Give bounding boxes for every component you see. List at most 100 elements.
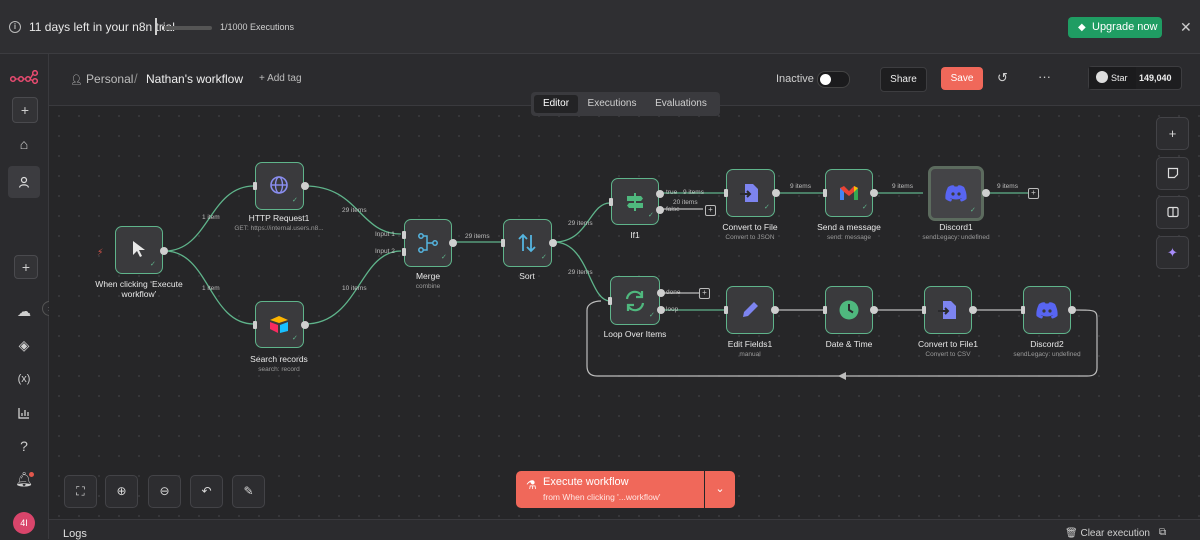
success-check-icon: ✓ xyxy=(649,312,655,319)
ai-assistant-icon[interactable]: ✦ xyxy=(1156,236,1189,269)
node-if[interactable]: ✓ xyxy=(609,178,664,225)
input-port[interactable] xyxy=(609,198,613,206)
node-http-request[interactable]: ✓ xyxy=(253,162,309,210)
add-node-icon[interactable]: + xyxy=(705,205,716,216)
node-title: When clicking ‘Execute workflow’ xyxy=(95,279,183,299)
share-button[interactable]: Share xyxy=(880,67,927,92)
edge-label: 29 items xyxy=(568,220,593,227)
node-search-records[interactable]: ✓ xyxy=(253,301,309,348)
add-tag-link[interactable]: + Add tag xyxy=(259,73,302,84)
output-port[interactable] xyxy=(160,247,168,255)
close-icon[interactable]: ✕ xyxy=(1180,19,1192,35)
output-port[interactable] xyxy=(549,239,557,247)
breadcrumb-project[interactable]: 👤︎ Personal xyxy=(70,72,134,86)
output-port[interactable] xyxy=(301,182,309,190)
node-subtitle: Convert to JSON xyxy=(725,234,775,241)
connections-layer xyxy=(164,185,1098,380)
input-port[interactable] xyxy=(922,306,926,314)
merge-icon xyxy=(418,233,438,253)
input-port[interactable] xyxy=(402,231,406,239)
node-manual-trigger[interactable]: ✓ xyxy=(115,226,168,274)
output-port-done[interactable] xyxy=(657,289,665,297)
zoom-in-icon[interactable]: ⊕ xyxy=(105,475,138,508)
github-star-count: 149,040 xyxy=(1139,73,1172,83)
workflow-canvas[interactable]: ⚡︎ ✓ When clicking ‘Execute workflow’ ✓ … xyxy=(49,106,1200,519)
active-toggle[interactable] xyxy=(817,71,850,88)
input-port[interactable] xyxy=(402,248,406,256)
output-port[interactable] xyxy=(301,321,309,329)
input-port[interactable] xyxy=(253,321,257,329)
input-port[interactable] xyxy=(724,189,728,197)
zoom-out-icon[interactable]: ⊖ xyxy=(148,475,181,508)
execute-options-chevron-down-icon[interactable]: ⌄ xyxy=(705,471,735,508)
variables-icon[interactable]: (x) xyxy=(17,373,31,385)
execute-workflow-button[interactable]: ⚗ Execute workflow from When clicking '.… xyxy=(516,471,704,508)
undo-icon[interactable]: ↶ xyxy=(190,475,223,508)
node-discord1[interactable]: ✓ xyxy=(928,166,990,221)
bell-icon[interactable]: 🔔︎ xyxy=(15,471,33,487)
templates-icon[interactable]: ◈ xyxy=(18,337,30,353)
sticky-note-icon[interactable] xyxy=(1156,157,1189,190)
input-port[interactable] xyxy=(1021,306,1025,314)
output-port[interactable] xyxy=(772,189,780,197)
side-panel-icon[interactable] xyxy=(1156,196,1189,229)
history-icon[interactable]: ↺ xyxy=(997,70,1008,85)
node-date-time[interactable] xyxy=(823,286,878,334)
node-sort[interactable]: ✓ xyxy=(501,219,557,267)
upgrade-now-button[interactable]: ◆ Upgrade now xyxy=(1068,17,1162,38)
save-button[interactable]: Save xyxy=(941,67,983,90)
input-port[interactable] xyxy=(253,182,257,190)
node-title: Edit Fields1 xyxy=(727,339,773,349)
output-port[interactable] xyxy=(771,306,779,314)
output-port[interactable] xyxy=(969,306,977,314)
output-port-loop[interactable] xyxy=(657,306,665,314)
clear-execution-button[interactable]: 🗑︎ Clear execution xyxy=(1065,528,1150,539)
insights-icon[interactable] xyxy=(12,401,36,425)
pop-out-icon[interactable]: ⧉ xyxy=(1159,527,1167,538)
home-icon[interactable]: ⌂ xyxy=(19,136,29,152)
node-title: Loop Over Items xyxy=(603,329,667,339)
fit-view-icon[interactable]: ⛶ xyxy=(64,475,97,508)
tab-executions[interactable]: Executions xyxy=(587,98,637,109)
add-project-icon[interactable]: + xyxy=(14,255,38,279)
node-convert-to-file[interactable]: ✓ xyxy=(724,169,780,217)
add-node-icon[interactable]: + xyxy=(699,288,710,299)
node-merge[interactable]: ✓ xyxy=(402,219,457,267)
node-discord2[interactable] xyxy=(1021,286,1076,334)
user-icon[interactable] xyxy=(8,166,40,198)
trial-banner: i 11 days left in your n8n trial 1/1000 … xyxy=(0,0,1200,54)
left-sidebar: + ⌂ + › ☁ ◈ (x) ? 🔔︎ 4I xyxy=(0,54,57,539)
tab-editor[interactable]: Editor xyxy=(534,95,578,113)
tidy-up-icon[interactable]: ✎ xyxy=(232,475,265,508)
trigger-bolt-icon: ⚡︎ xyxy=(97,247,104,257)
add-node-icon[interactable]: + xyxy=(1028,188,1039,199)
output-port[interactable] xyxy=(870,306,878,314)
add-node-button[interactable]: + xyxy=(1156,117,1189,150)
add-icon[interactable]: + xyxy=(12,97,38,123)
output-port-true[interactable] xyxy=(656,190,664,198)
input-port[interactable] xyxy=(823,306,827,314)
more-options-icon[interactable]: ··· xyxy=(1038,69,1051,84)
output-port[interactable] xyxy=(982,189,990,197)
logs-panel[interactable]: Logs 🗑︎ Clear execution ⧉ xyxy=(49,519,1200,540)
output-port[interactable] xyxy=(449,239,457,247)
workflow-name[interactable]: Nathan's workflow xyxy=(146,72,243,86)
help-icon[interactable]: ? xyxy=(20,438,28,454)
output-port[interactable] xyxy=(1068,306,1076,314)
input-port[interactable] xyxy=(501,239,505,247)
input-port[interactable] xyxy=(608,297,612,305)
avatar[interactable]: 4I xyxy=(13,512,35,534)
input-port[interactable] xyxy=(724,306,728,314)
node-convert-to-file1[interactable] xyxy=(922,286,977,334)
node-edit-fields[interactable] xyxy=(724,286,779,334)
output-port[interactable] xyxy=(870,189,878,197)
input-port[interactable] xyxy=(823,189,827,197)
tab-evaluations[interactable]: Evaluations xyxy=(655,98,707,109)
output-port-false[interactable] xyxy=(656,206,664,214)
cloud-icon[interactable]: ☁ xyxy=(17,303,31,319)
node-send-message[interactable]: ✓ xyxy=(823,169,878,217)
github-star-button[interactable]: Star 149,040 xyxy=(1088,66,1182,90)
node-loop-over-items[interactable]: ✓ xyxy=(608,276,665,325)
cursor-icon xyxy=(133,241,145,257)
n8n-logo[interactable] xyxy=(10,70,38,84)
